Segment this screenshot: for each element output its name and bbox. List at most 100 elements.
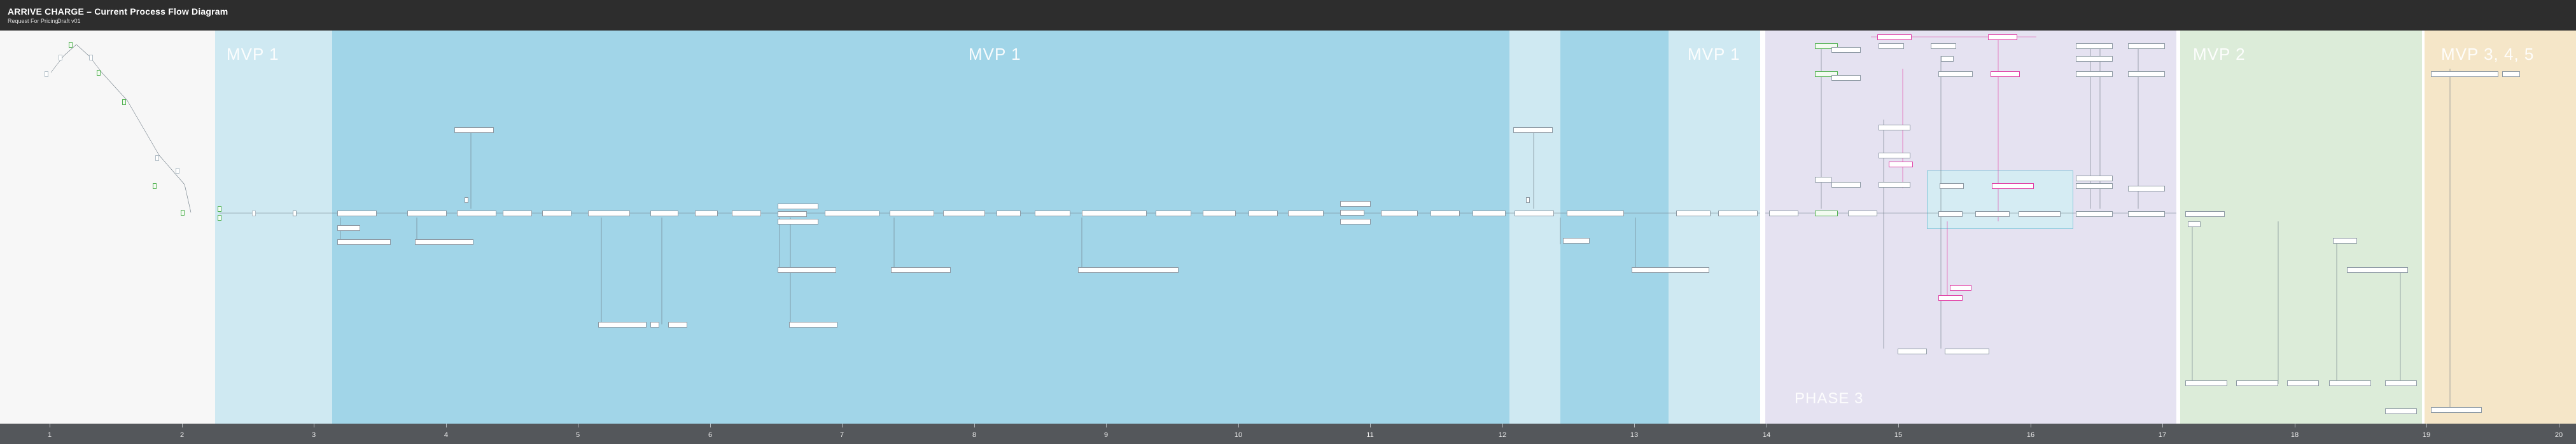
flow-node[interactable] [1431, 211, 1460, 216]
flow-node[interactable] [1632, 267, 1709, 273]
flow-node[interactable] [2076, 183, 2113, 189]
flow-node[interactable] [695, 211, 718, 216]
flow-node[interactable] [1676, 211, 1711, 216]
flow-node[interactable] [2236, 380, 2278, 386]
flow-node[interactable] [2502, 71, 2520, 77]
flow-node[interactable] [2431, 71, 2498, 77]
flow-node[interactable] [1992, 183, 2034, 189]
flow-node[interactable] [1473, 211, 1506, 216]
flow-node[interactable] [69, 42, 73, 48]
flow-node[interactable] [1082, 211, 1147, 216]
flow-node[interactable] [503, 211, 532, 216]
flow-node[interactable] [1938, 71, 1973, 77]
flow-node[interactable] [2128, 43, 2165, 49]
flow-node[interactable] [293, 211, 297, 216]
flow-node[interactable] [650, 211, 678, 216]
flow-node[interactable] [778, 267, 836, 273]
flow-node[interactable] [1769, 211, 1798, 216]
flow-node[interactable] [2076, 71, 2113, 77]
flow-node[interactable] [732, 211, 761, 216]
flow-node[interactable] [1513, 127, 1553, 133]
flow-node[interactable] [1988, 34, 2017, 40]
flow-node[interactable] [1938, 211, 1963, 217]
flow-node[interactable] [2431, 407, 2482, 413]
flow-node[interactable] [1938, 295, 1963, 301]
flow-node[interactable] [465, 197, 468, 203]
flow-node[interactable] [2128, 211, 2165, 217]
flow-node[interactable] [181, 210, 185, 216]
flow-node[interactable] [1815, 43, 1838, 49]
flow-node[interactable] [1340, 201, 1371, 207]
flow-node[interactable] [1848, 211, 1877, 216]
flow-node[interactable] [598, 322, 647, 328]
flow-node[interactable] [1035, 211, 1070, 216]
flow-node[interactable] [45, 71, 48, 77]
flow-node[interactable] [122, 99, 126, 105]
flow-node[interactable] [1815, 71, 1838, 77]
flow-node[interactable] [2347, 267, 2408, 273]
flow-node[interactable] [1381, 211, 1418, 216]
flow-node[interactable] [1718, 211, 1758, 216]
flow-node[interactable] [1567, 211, 1624, 216]
flow-node[interactable] [1941, 56, 1954, 62]
flow-node[interactable] [1515, 211, 1554, 216]
flow-node[interactable] [778, 204, 818, 209]
flow-node[interactable] [153, 183, 157, 189]
diagram-canvas[interactable]: MVP 1 MVP 1 MVP 1 PHASE 3 MVP 2 MVP 3, 4… [0, 31, 2576, 424]
flow-node[interactable] [89, 55, 93, 60]
flow-node[interactable] [588, 211, 630, 216]
flow-node[interactable] [2128, 186, 2165, 191]
flow-node[interactable] [1879, 43, 1904, 49]
flow-node[interactable] [1526, 197, 1530, 203]
flow-node[interactable] [252, 211, 256, 216]
flow-node[interactable] [1203, 211, 1236, 216]
flow-node[interactable] [457, 211, 496, 216]
flow-node[interactable] [218, 206, 221, 212]
flow-node[interactable] [1879, 182, 1910, 188]
flow-node[interactable] [943, 211, 985, 216]
flow-node[interactable] [789, 322, 837, 328]
flow-node[interactable] [337, 211, 377, 216]
flow-node[interactable] [2076, 176, 2113, 181]
flow-node[interactable] [59, 55, 62, 60]
flow-node[interactable] [1156, 211, 1191, 216]
flow-node[interactable] [2128, 71, 2165, 77]
flow-node[interactable] [1815, 177, 1831, 183]
flow-node[interactable] [337, 239, 391, 245]
flow-node[interactable] [778, 211, 807, 217]
flow-node[interactable] [2329, 380, 2371, 386]
flow-node[interactable] [1975, 211, 2010, 217]
flow-node[interactable] [1831, 47, 1861, 53]
flow-node[interactable] [454, 127, 494, 133]
flow-node[interactable] [1340, 210, 1364, 216]
flow-node[interactable] [1945, 349, 1989, 354]
flow-node[interactable] [1249, 211, 1278, 216]
flow-node[interactable] [407, 211, 447, 216]
flow-node[interactable] [1879, 153, 1910, 158]
flow-node[interactable] [668, 322, 687, 328]
flow-node[interactable] [1340, 219, 1371, 225]
flow-node[interactable] [1831, 75, 1861, 81]
flow-node[interactable] [650, 322, 659, 328]
flow-node[interactable] [1898, 349, 1927, 354]
flow-node[interactable] [2076, 211, 2113, 217]
flow-node[interactable] [2385, 380, 2417, 386]
flow-node[interactable] [2185, 211, 2225, 217]
flow-node[interactable] [825, 211, 879, 216]
flow-node[interactable] [1288, 211, 1324, 216]
flow-node[interactable] [1931, 43, 1956, 49]
flow-node[interactable] [2333, 238, 2357, 244]
flow-node[interactable] [2076, 43, 2113, 49]
flow-node[interactable] [1950, 285, 1971, 291]
flow-node[interactable] [1940, 183, 1964, 189]
flow-node[interactable] [2019, 211, 2061, 217]
flow-node[interactable] [778, 219, 818, 225]
flow-node[interactable] [1815, 211, 1838, 216]
flow-node[interactable] [997, 211, 1021, 216]
flow-node[interactable] [1879, 125, 1910, 130]
flow-node[interactable] [2385, 408, 2417, 414]
flow-node[interactable] [176, 168, 179, 174]
flow-node[interactable] [155, 155, 159, 161]
flow-node[interactable] [337, 225, 360, 231]
flow-node[interactable] [1831, 182, 1861, 188]
